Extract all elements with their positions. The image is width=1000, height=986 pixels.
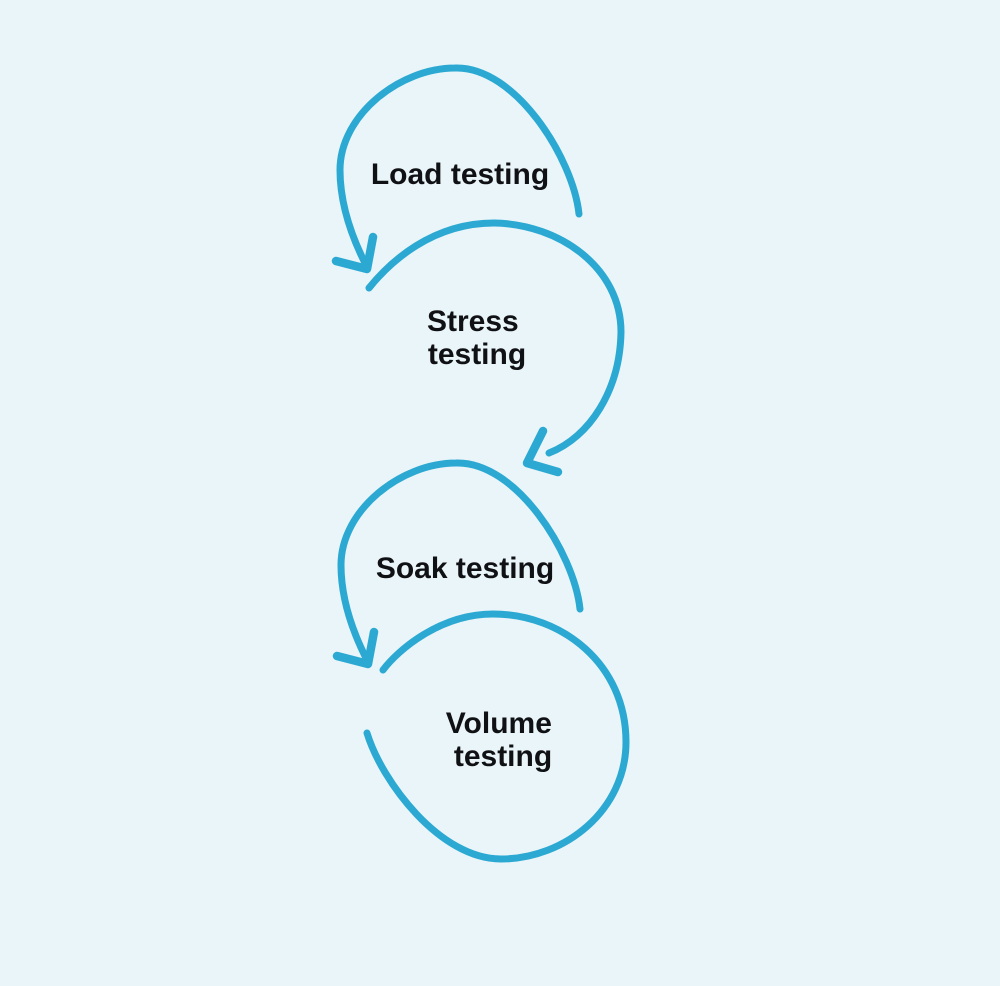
stress-testing-loop-arc: [365, 219, 625, 457]
load-testing-loop-arc: [336, 64, 583, 271]
node-load-testing: Load testing: [331, 64, 583, 274]
volume-testing-line-1: Volume: [446, 707, 552, 740]
node-label-stress-testing: Stress testing: [427, 305, 527, 371]
node-volume-testing: Volume testing: [363, 610, 630, 863]
volume-testing-loop-arc: [363, 610, 630, 863]
node-stress-testing: Stress testing: [365, 219, 625, 477]
stress-testing-line-2: testing: [428, 338, 526, 371]
node-label-volume-testing: Volume testing: [446, 707, 560, 773]
stress-testing-line-1: Stress: [427, 305, 519, 338]
soak-to-volume-arrowhead-icon: [332, 627, 379, 669]
volume-testing-line-2: testing: [454, 740, 552, 773]
load-to-stress-arrowhead-icon: [331, 232, 378, 274]
node-label-soak-testing: Soak testing: [376, 552, 554, 585]
node-label-load-testing: Load testing: [371, 158, 549, 191]
soak-testing-loop-arc: [337, 459, 584, 666]
node-soak-testing: Soak testing: [332, 459, 584, 669]
stress-to-soak-arrowhead-icon: [522, 426, 563, 477]
